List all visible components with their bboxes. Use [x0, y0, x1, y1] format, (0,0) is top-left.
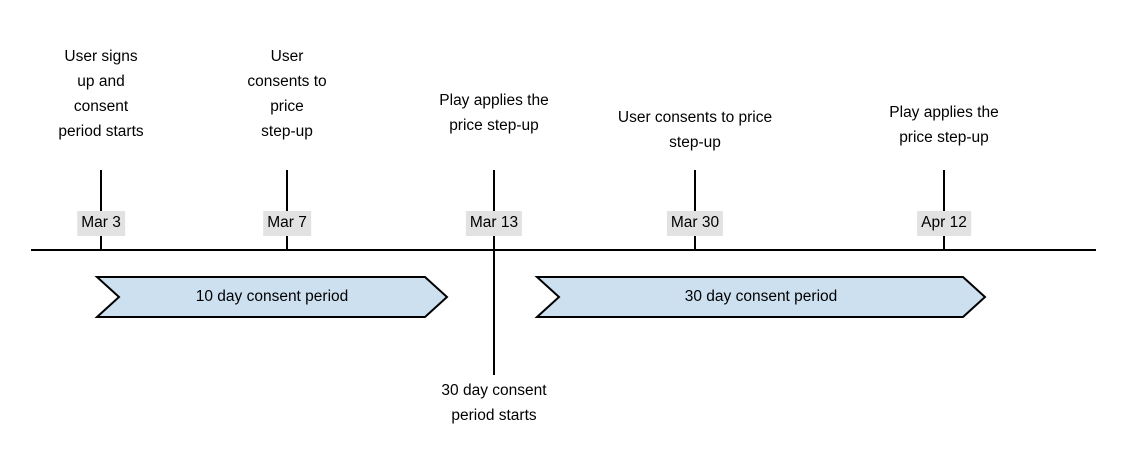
event-caption-mar-13: Play applies the price step-up: [439, 92, 549, 134]
bottom-note: 30 day consent period starts: [441, 382, 547, 424]
band-30-day: [534, 276, 987, 318]
date-chip-mar-30: Mar 30: [666, 211, 724, 236]
event-caption-mar-30: User consents to price step-up: [617, 109, 773, 151]
date-chip-mar-3: Mar 3: [77, 211, 125, 236]
band-10-day-label: 10 day consent period: [195, 288, 349, 305]
date-chip-apr-12: Apr 12: [917, 211, 971, 236]
event-caption-mar-7: User consents to price step-up: [247, 48, 327, 140]
date-chip-mar-7: Mar 7: [263, 211, 311, 236]
event-caption-mar-3: User signs up and consent period starts: [58, 48, 144, 140]
band-30-day-label: 30 day consent period: [684, 288, 838, 305]
band-10-day: [94, 276, 449, 318]
date-chip-mar-13: Mar 13: [465, 211, 523, 236]
event-caption-apr-12: Play applies the price step-up: [889, 104, 999, 146]
